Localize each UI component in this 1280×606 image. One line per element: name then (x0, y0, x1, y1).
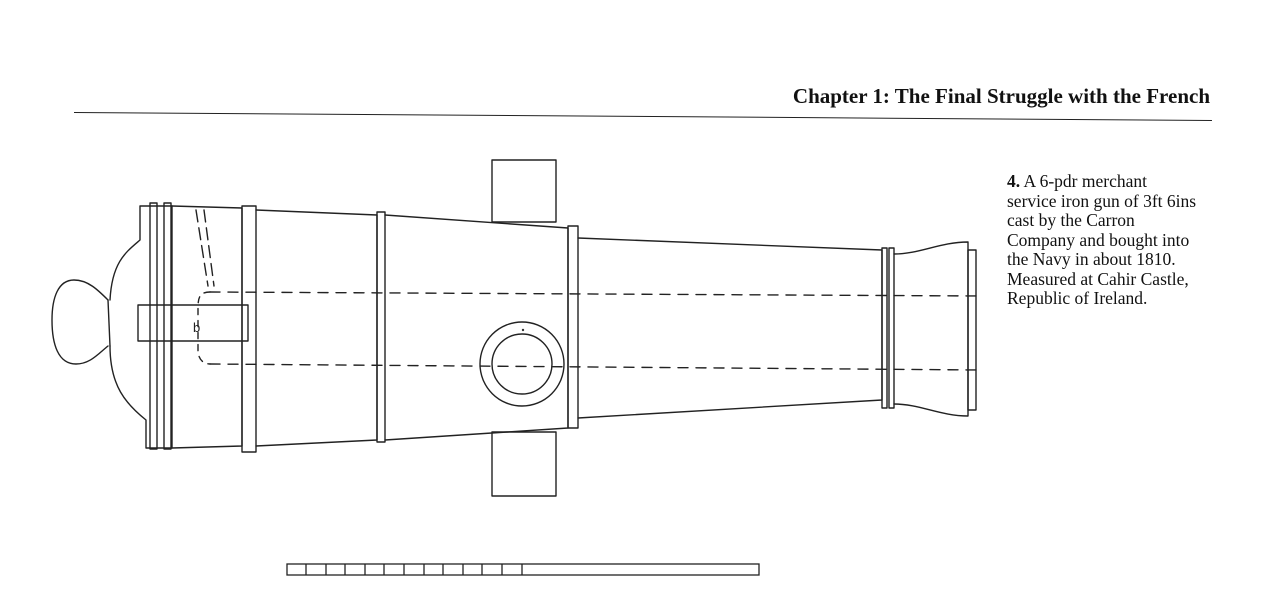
cascabel-button (51, 279, 109, 365)
muzzle-swell (893, 241, 969, 417)
running-head: Chapter 1: The Final Struggle with the F… (792, 84, 1210, 108)
base-ring (241, 205, 257, 453)
caption-line-6: Measured at Cahir Castle, (1007, 268, 1189, 289)
cascabel-neck (107, 299, 111, 347)
drawing-label-b: b (193, 320, 200, 335)
caption-line-3: cast by the Carron (1007, 210, 1135, 230)
bore-line-bottom (209, 363, 981, 371)
muzzle-astragal-2 (888, 247, 895, 409)
figure-number: 4. (1007, 171, 1021, 191)
trunnion-top (491, 159, 557, 223)
first-reinforce (171, 205, 243, 449)
trunnion-rimbase-outer (479, 321, 565, 407)
breech-band-1 (149, 202, 158, 450)
reinforce-ring (376, 211, 386, 443)
center-dot (521, 328, 525, 332)
bore-line-top (209, 291, 981, 297)
breech-band-2 (163, 202, 172, 450)
second-reinforce (384, 214, 569, 441)
caption-line-7: Republic of Ireland. (1007, 288, 1148, 308)
caption-line-2: service iron gun of 3ft 6ins (1007, 190, 1197, 211)
muzzle-astragal-1 (881, 247, 888, 409)
trunnion-bottom (491, 431, 557, 497)
scale-bar (286, 563, 760, 576)
muzzle-ring (967, 249, 977, 411)
chase (577, 237, 883, 419)
reinforce-body (255, 209, 378, 447)
figure-caption: 4. A 6-pdr merchant service iron gun of … (1007, 171, 1247, 309)
chase-ring (567, 225, 579, 429)
vent-line-1 (195, 209, 209, 287)
vent-line-2 (203, 209, 215, 287)
caption-line-4: Company and bought into (1007, 229, 1190, 250)
caption-line-1: A 6-pdr merchant (1023, 171, 1147, 191)
breeching-loop (137, 304, 249, 342)
caption-line-5: the Navy in about 1810. (1007, 249, 1176, 269)
trunnion-rimbase-inner (491, 333, 553, 395)
breech-base (109, 205, 173, 449)
